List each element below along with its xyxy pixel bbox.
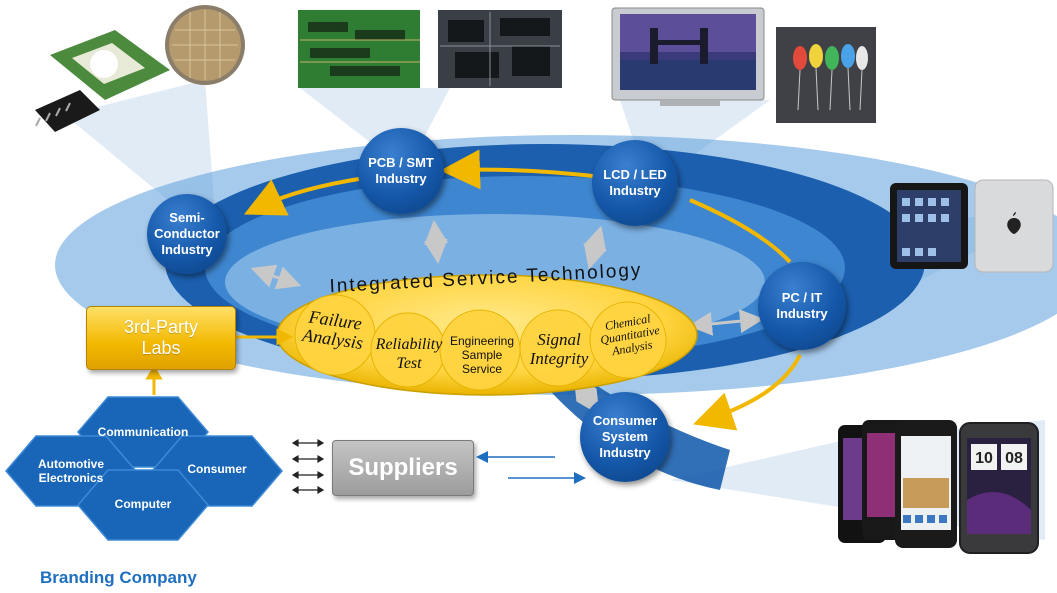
lcd-tv-photo: [611, 7, 765, 106]
suppliers-label: Suppliers: [348, 454, 458, 481]
suppliers-box: Suppliers: [332, 440, 474, 496]
node-consumer-system-label: Consumer System Industry: [592, 413, 658, 460]
semiconductor-chips-photo: [35, 5, 245, 132]
smartphones-photo: 10 08: [838, 420, 1039, 554]
branding-company-title: Branding Company: [40, 568, 197, 587]
node-consumer-system: Consumer System Industry: [580, 392, 670, 482]
node-semiconductor-label: Semi- Conductor Industry: [154, 210, 220, 257]
circuit-board-photo: [438, 10, 562, 88]
hex-communication-label: Communication: [97, 425, 189, 439]
labs-arrows: [145, 328, 294, 395]
cycle-arrows: [243, 149, 802, 431]
hex-computer-label: Computer: [114, 497, 172, 511]
node-pc-it: PC / IT Industry: [758, 262, 846, 350]
svg-text:08: 08: [1005, 450, 1023, 467]
node-lcd-led: LCD / LED Industry: [592, 140, 678, 226]
tablet-photo: [890, 179, 1054, 273]
hex-automotive-label: Automotive Electronics: [38, 457, 104, 485]
service-engineering-sample: Engineering Sample Service: [449, 334, 515, 376]
pcb-board-photo: [298, 10, 420, 88]
service-signal-integrity: Signal Integrity: [529, 330, 589, 368]
node-lcd-led-label: LCD / LED Industry: [603, 167, 667, 198]
led-bulbs-photo: [776, 27, 876, 123]
hex-supplier-arrows: [291, 438, 325, 495]
node-pc-it-label: PC / IT Industry: [776, 290, 828, 321]
third-party-labs-label: 3rd-Party Labs: [123, 317, 199, 358]
node-pcb-smt: PCB / SMT Industry: [358, 128, 444, 214]
third-party-labs-box: 3rd-Party Labs: [86, 306, 236, 370]
hex-consumer-label: Consumer: [187, 462, 247, 476]
service-bubbles: [294, 294, 667, 391]
svg-text:10: 10: [975, 450, 993, 467]
supplier-arrows: [476, 451, 586, 484]
node-semiconductor: Semi- Conductor Industry: [147, 194, 227, 274]
branding-hexagons: [5, 396, 283, 541]
node-pcb-smt-label: PCB / SMT Industry: [368, 155, 434, 186]
service-reliability-test: Reliability Test: [375, 336, 443, 372]
